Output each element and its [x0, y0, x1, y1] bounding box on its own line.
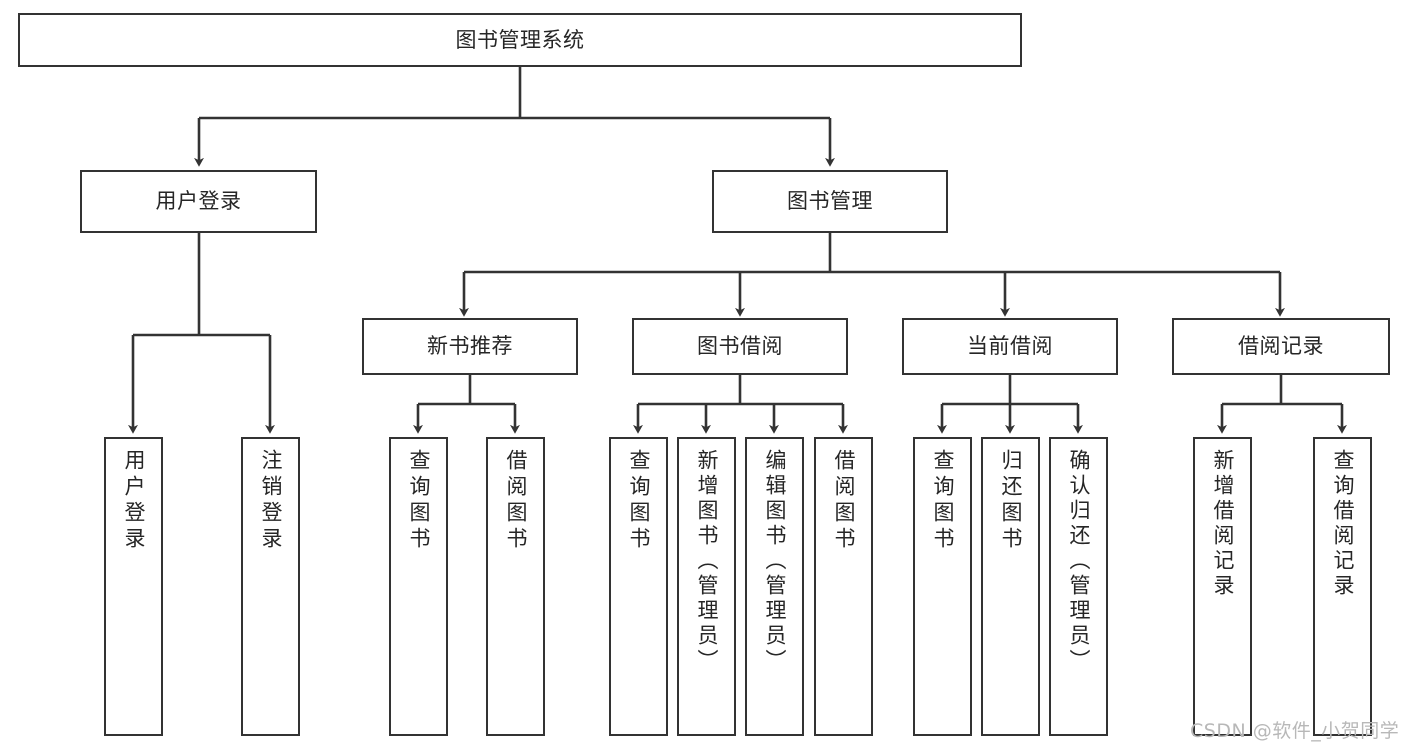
node-leaf-query-book-1[interactable]: 查询图书	[389, 437, 448, 736]
node-label-leaf-query-record: 查询借阅记录	[1331, 449, 1355, 599]
node-leaf-add-record[interactable]: 新增借阅记录	[1193, 437, 1252, 736]
node-label-leaf-logout: 注销登录	[259, 449, 283, 553]
node-leaf-add-book[interactable]: 新增图书（管理员）	[677, 437, 736, 736]
node-leaf-logout[interactable]: 注销登录	[241, 437, 300, 736]
node-label-leaf-borrow-book-2: 借阅图书	[832, 449, 856, 553]
edge-group-book-borrow	[633, 375, 848, 434]
node-label-leaf-query-book-1: 查询图书	[407, 449, 431, 553]
node-root-system[interactable]: 图书管理系统	[18, 13, 1022, 67]
node-label-book-borrow: 图书借阅	[697, 334, 783, 359]
node-leaf-confirm-return[interactable]: 确认归还（管理员）	[1049, 437, 1108, 736]
node-user-login[interactable]: 用户登录	[80, 170, 317, 233]
edge-group-root	[194, 67, 835, 167]
node-label-leaf-return-book: 归还图书	[999, 449, 1023, 553]
node-leaf-edit-book[interactable]: 编辑图书（管理员）	[745, 437, 804, 736]
node-label-new-book-recommend: 新书推荐	[427, 334, 513, 359]
edge-group-book-manage	[459, 233, 1285, 317]
node-leaf-user-login[interactable]: 用户登录	[104, 437, 163, 736]
edge-group-current-borrow	[937, 375, 1083, 434]
node-leaf-borrow-book-2[interactable]: 借阅图书	[814, 437, 873, 736]
node-leaf-query-book-3[interactable]: 查询图书	[913, 437, 972, 736]
node-label-leaf-edit-book: 编辑图书（管理员）	[763, 449, 787, 674]
node-label-current-borrow: 当前借阅	[967, 334, 1053, 359]
node-label-leaf-add-book: 新增图书（管理员）	[695, 449, 719, 674]
node-label-leaf-confirm-return: 确认归还（管理员）	[1067, 449, 1091, 674]
node-borrow-record[interactable]: 借阅记录	[1172, 318, 1390, 375]
node-book-borrow[interactable]: 图书借阅	[632, 318, 848, 375]
node-label-root: 图书管理系统	[455, 27, 585, 52]
node-label-user-login: 用户登录	[155, 189, 242, 214]
node-book-manage[interactable]: 图书管理	[712, 170, 948, 233]
node-leaf-query-book-2[interactable]: 查询图书	[609, 437, 668, 736]
node-leaf-query-record[interactable]: 查询借阅记录	[1313, 437, 1372, 736]
node-label-borrow-record: 借阅记录	[1238, 334, 1324, 359]
edge-group-borrow-record	[1217, 375, 1347, 434]
node-leaf-return-book[interactable]: 归还图书	[981, 437, 1040, 736]
node-label-leaf-borrow-book-1: 借阅图书	[504, 449, 528, 553]
edge-group-user-login	[128, 233, 275, 434]
node-label-leaf-query-book-2: 查询图书	[627, 449, 651, 553]
node-new-book-recommend[interactable]: 新书推荐	[362, 318, 578, 375]
edge-group-new-book-rec	[413, 375, 520, 434]
node-leaf-borrow-book-1[interactable]: 借阅图书	[486, 437, 545, 736]
node-label-leaf-add-record: 新增借阅记录	[1211, 449, 1235, 599]
node-current-borrow[interactable]: 当前借阅	[902, 318, 1118, 375]
node-label-leaf-query-book-3: 查询图书	[931, 449, 955, 553]
node-label-book-manage: 图书管理	[787, 189, 873, 214]
node-label-leaf-user-login: 用户登录	[122, 449, 146, 553]
